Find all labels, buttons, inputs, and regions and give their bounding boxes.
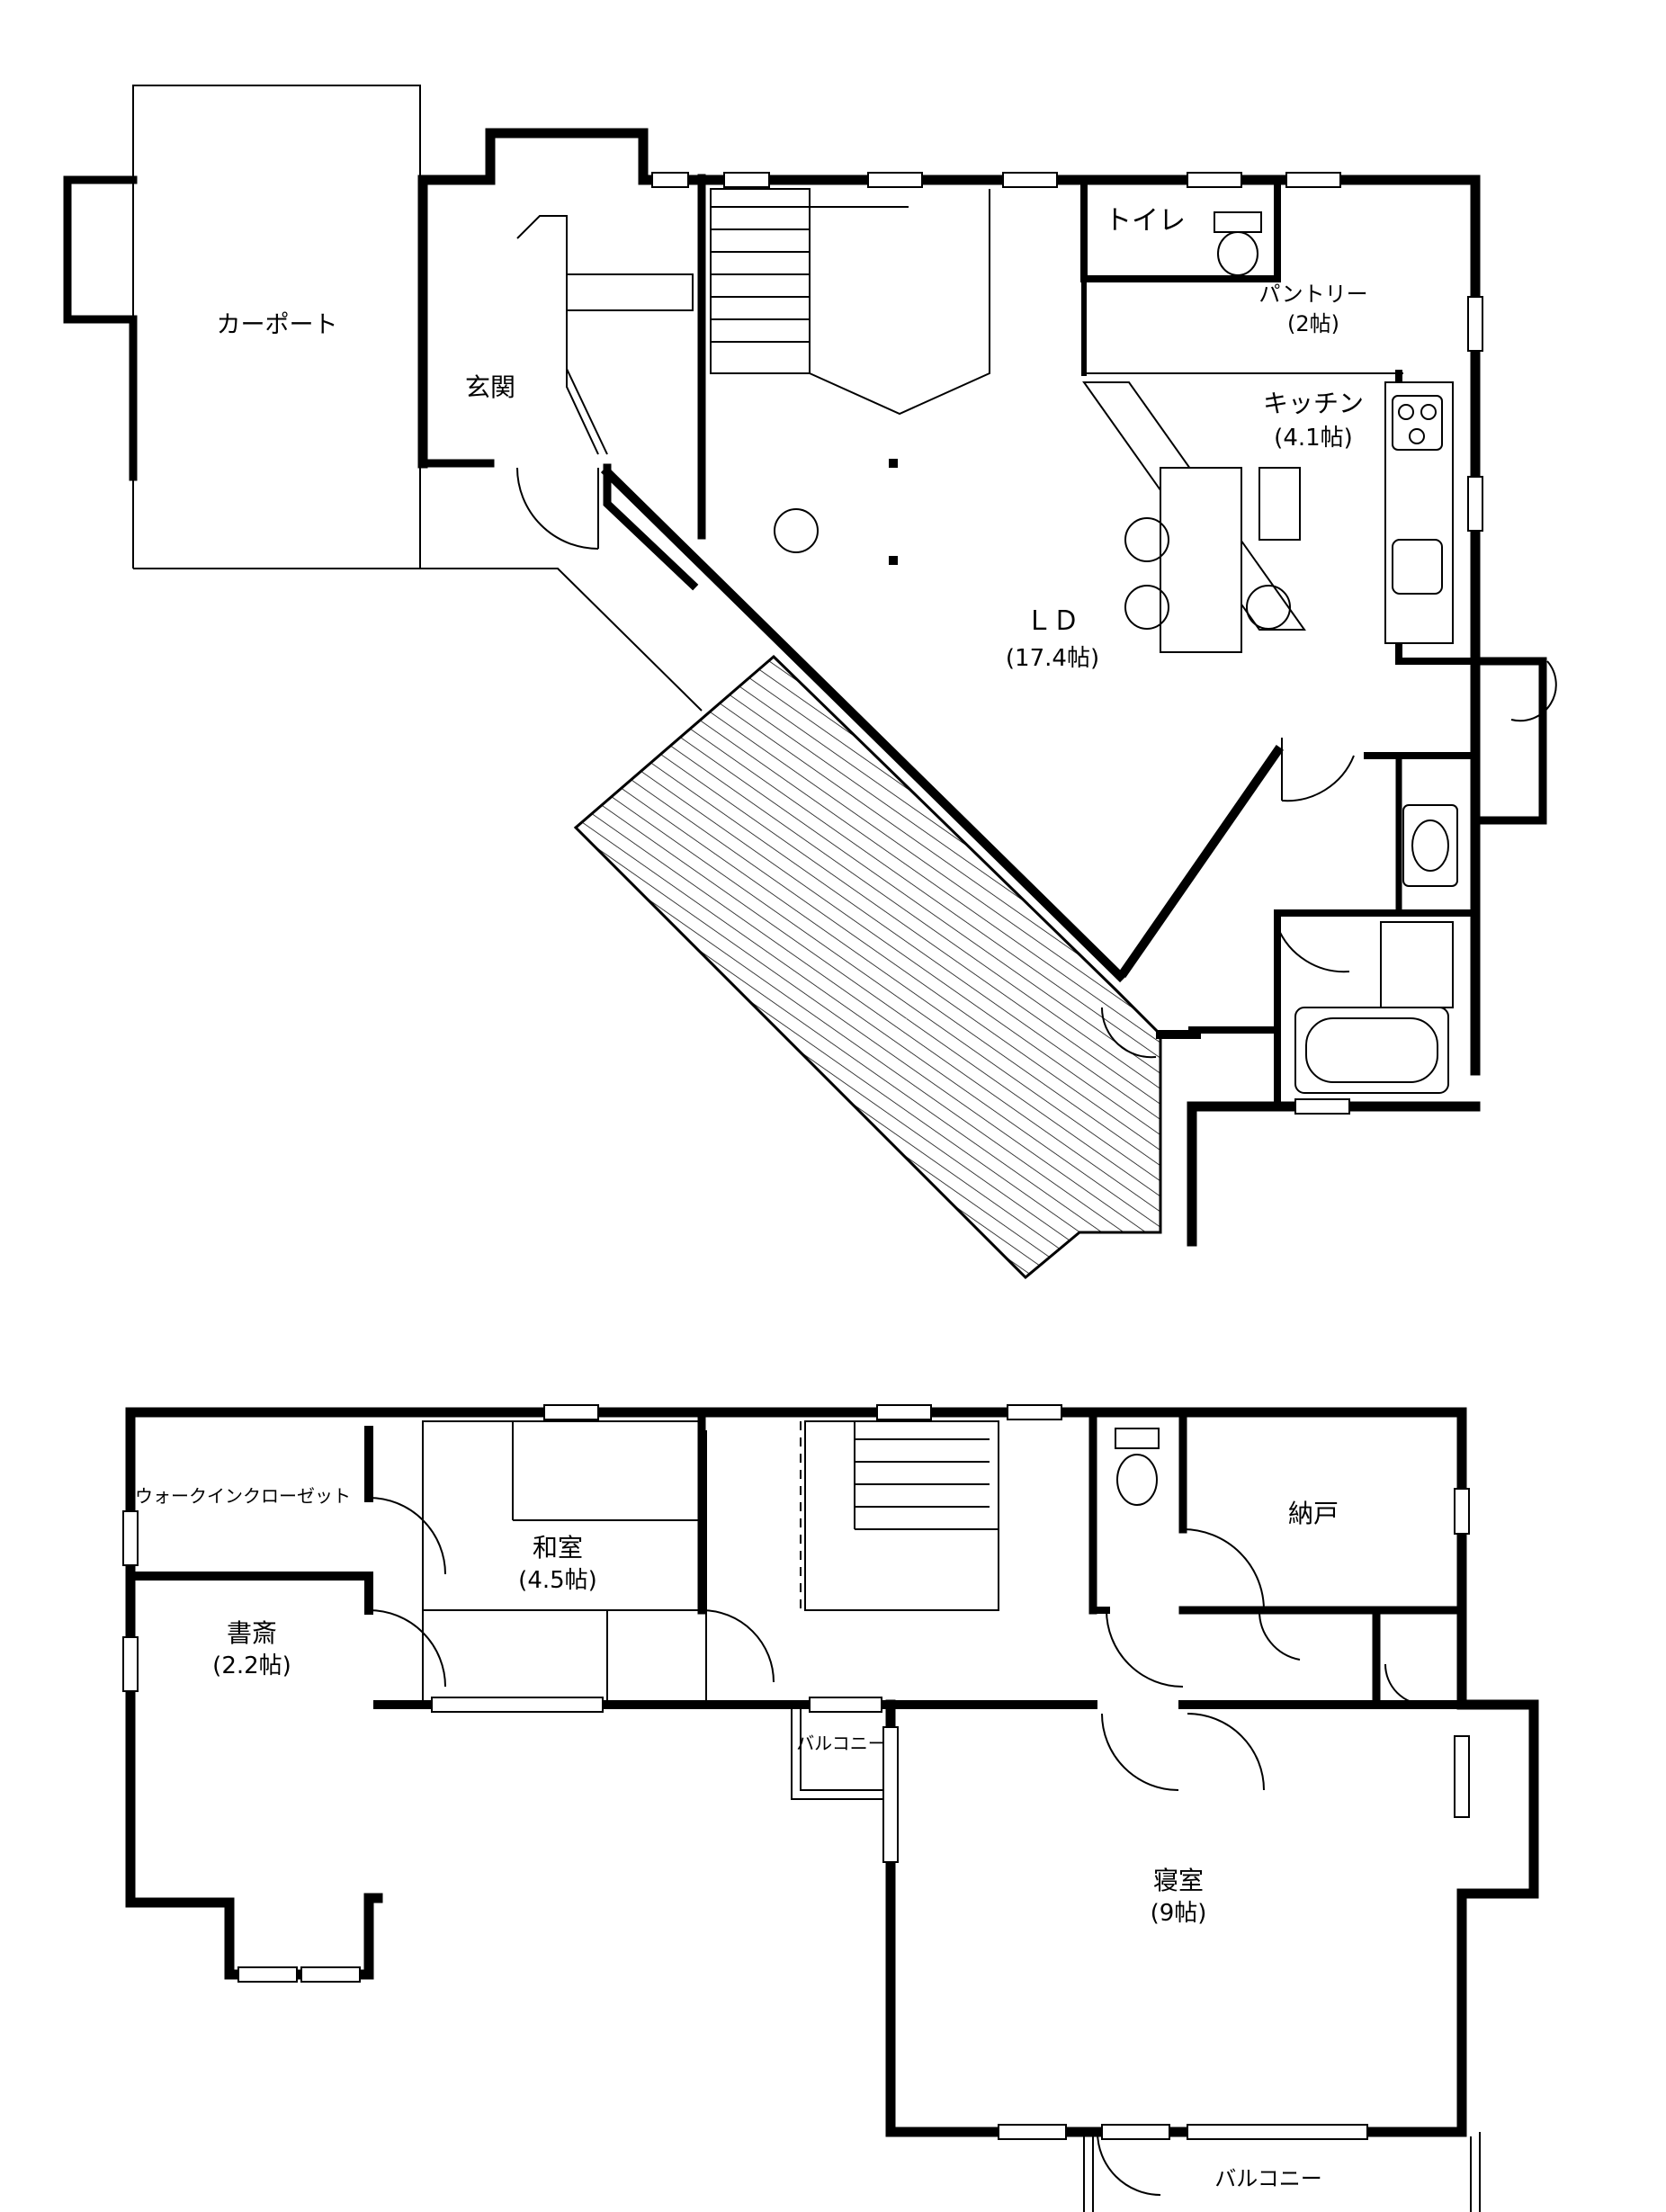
floor-1f: カーポート 玄関 トイレ パントリー (2帖) キッチン (4.1帖) ＬＤ (… <box>63 85 1557 1280</box>
balcony-outline <box>1083 2132 1481 2212</box>
room-size-ld: (17.4帖) <box>1006 645 1099 672</box>
room-label-washitsu: 和室 <box>533 1533 583 1563</box>
balcony-small-outline <box>791 1705 891 1800</box>
carport-outline <box>63 85 421 569</box>
kitchen-counter <box>1384 381 1454 644</box>
room-size-kitchen: (4.1帖) <box>1274 425 1353 452</box>
door-swings-2f <box>368 1497 1427 2196</box>
room-label-toilet-1f: トイレ <box>1105 205 1186 237</box>
washitsu-tatami <box>422 1420 707 1700</box>
room-label-walk-in-closet: ウォークインクローゼット <box>135 1485 351 1507</box>
room-label-pantry: パントリー <box>1258 282 1367 307</box>
room-label-carport: カーポート <box>217 311 338 339</box>
windows-1f <box>651 172 1483 1115</box>
kitchen-island <box>1082 381 1306 653</box>
dining-chairs <box>774 508 1291 630</box>
entrance-cabinet <box>516 215 694 455</box>
wood-deck <box>573 654 1162 1280</box>
room-label-kitchen: キッチン <box>1263 389 1364 418</box>
room-size-bedroom: (9帖) <box>1151 1900 1207 1927</box>
stairs-1f <box>710 188 990 416</box>
room-label-balcony: バルコニー <box>1214 2166 1322 2191</box>
room-size-washitsu: (4.5帖) <box>518 1567 597 1594</box>
post <box>889 459 898 468</box>
door-swings-1f <box>516 467 1557 1059</box>
room-label-storage: 納戸 <box>1288 1499 1339 1528</box>
floor-2f: ウォークインクローゼット 和室 (4.5帖) 納戸 書斎 (2.2帖) バルコニ… <box>122 1404 1539 2212</box>
room-label-balcony-small: バルコニー <box>796 1733 886 1754</box>
room-label-study: 書斎 <box>227 1618 277 1648</box>
toilet-2f-fixture <box>1115 1428 1160 1506</box>
room-size-study: (2.2帖) <box>212 1652 291 1679</box>
room-label-entrance: 玄関 <box>465 372 515 402</box>
windows-2f <box>122 1404 1470 2140</box>
room-label-bedroom: 寝室 <box>1153 1866 1204 1895</box>
room-label-ld: ＬＤ <box>1026 605 1079 637</box>
post <box>889 556 898 565</box>
toilet-1f-fixture <box>1214 211 1262 276</box>
washroom-fixtures <box>1294 804 1458 1094</box>
stairs-2f <box>800 1420 999 1611</box>
approach <box>419 463 703 712</box>
room-size-pantry: (2帖) <box>1287 311 1339 336</box>
